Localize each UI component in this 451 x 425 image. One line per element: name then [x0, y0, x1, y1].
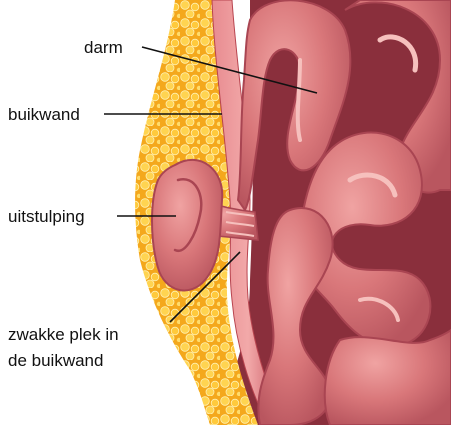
label-buikwand: buikwand [8, 105, 80, 124]
label-zwakke-plek-line2: de buikwand [8, 351, 103, 370]
labels: darm buikwand uitstulping zwakke plek in… [8, 38, 123, 370]
label-zwakke-plek-line1: zwakke plek in [8, 325, 119, 344]
intestine-fold-highlight [298, 60, 300, 140]
label-uitstulping: uitstulping [8, 207, 85, 226]
intestine-loop-bottom-right [325, 330, 451, 425]
label-darm: darm [84, 38, 123, 57]
